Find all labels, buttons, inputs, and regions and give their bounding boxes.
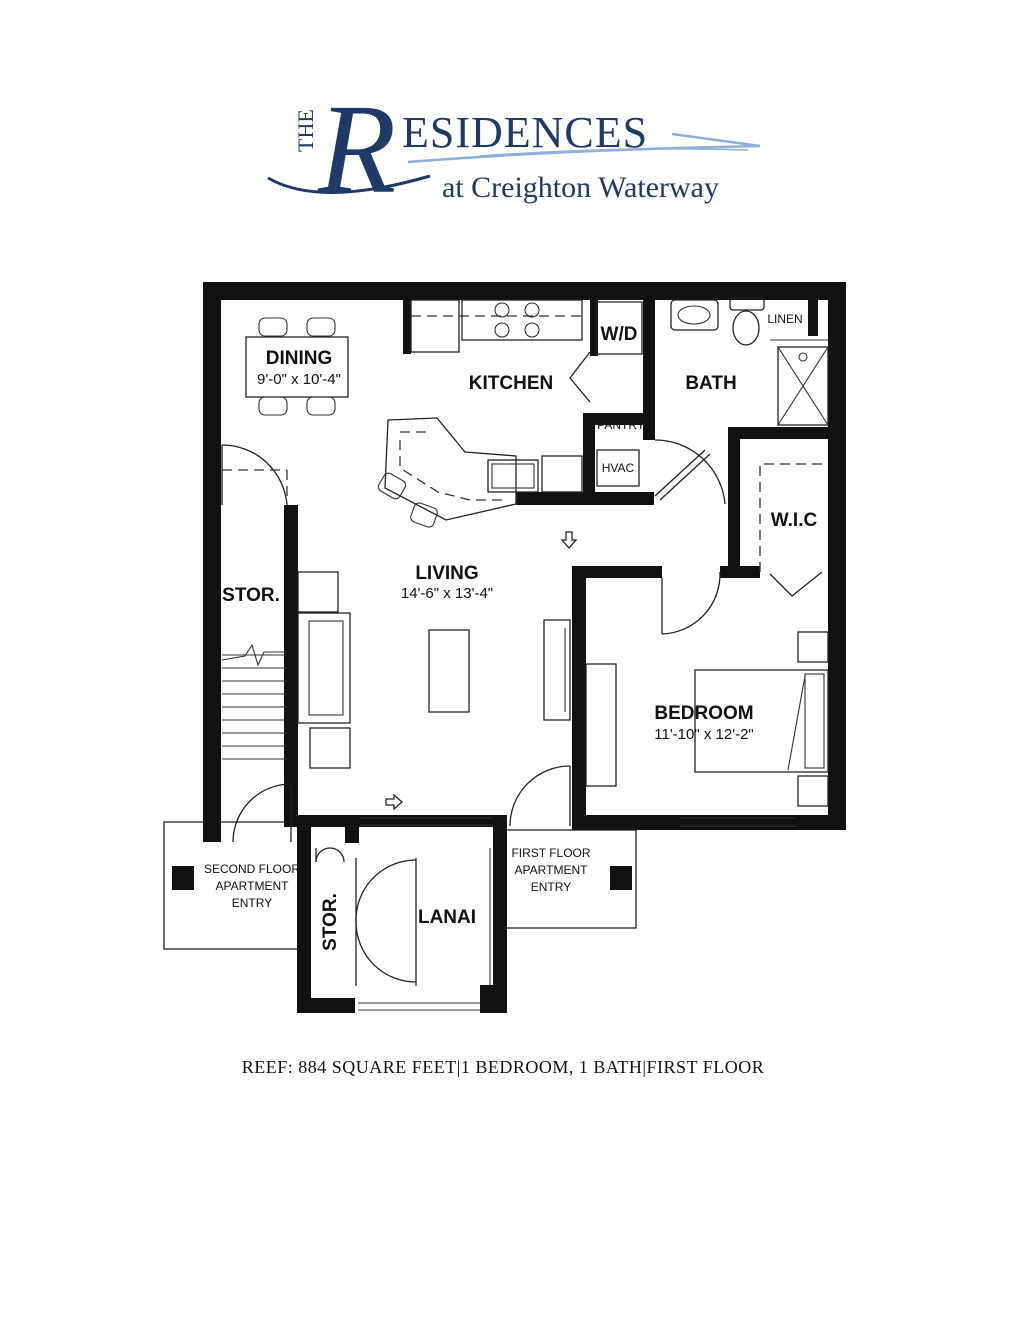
logo-r: R [317, 78, 396, 220]
hvac-label: HVAC [602, 461, 635, 475]
pantry-label: PANTRY [597, 418, 645, 432]
living-dims: 14'-6" x 13'-4" [401, 585, 493, 602]
room-labels: DINING 9'-0" x 10'-4" KITCHEN W/D BATH L… [204, 312, 818, 951]
shower [777, 346, 829, 426]
hvac-unit [596, 449, 640, 487]
bedroom-dims: 11'-10" x 12'-2" [654, 726, 754, 743]
entry-post-left [172, 866, 194, 890]
second-floor-entry-line2: APARTMENT [216, 879, 290, 893]
dining-dims: 9'-0" x 10'-4" [257, 371, 341, 388]
kitchen-label: KITCHEN [469, 373, 553, 394]
logo-swoosh [407, 132, 761, 164]
wd-label: W/D [601, 324, 638, 345]
entry-post-right [610, 866, 632, 890]
second-floor-entry-line3: ENTRY [232, 896, 272, 910]
wic-label: W.I.C [771, 510, 818, 531]
first-floor-entry-line2: APARTMENT [515, 863, 589, 877]
bedroom-label: BEDROOM [654, 703, 753, 724]
first-floor-entry-line1: FIRST FLOOR [511, 846, 590, 860]
tv-console [543, 619, 571, 721]
kitchen-sink [487, 459, 539, 493]
walls [203, 282, 846, 1013]
residences-logo: THE R ESIDENCES at Creighton Waterway [267, 78, 761, 220]
toilet [732, 310, 760, 346]
coffee-table [428, 629, 470, 713]
logo-subtitle: at Creighton Waterway [442, 171, 719, 204]
dining-table [245, 336, 349, 398]
living-label: LIVING [415, 563, 478, 584]
bed [694, 669, 829, 773]
sofa [297, 612, 351, 724]
range [461, 299, 583, 341]
storage-left-label: STOR. [222, 585, 280, 606]
logo-the: THE [293, 109, 318, 152]
first-floor-entry-line3: ENTRY [531, 880, 571, 894]
linen-label: LINEN [767, 312, 802, 326]
bath-label: BATH [685, 373, 736, 394]
lanai-label: LANAI [418, 907, 476, 928]
logo-swoosh-2 [479, 148, 749, 157]
doors [221, 351, 823, 1011]
second-floor-entry-line1: SECOND FLOOR [204, 862, 300, 876]
kitchen-island [384, 417, 517, 521]
dining-label: DINING [266, 348, 333, 369]
fixtures [221, 297, 829, 811]
fridge [410, 299, 460, 353]
logo-swoosh-3 [267, 174, 431, 194]
storage-lanai-label: STOR. [320, 893, 341, 951]
logo-residences: ESIDENCES [402, 108, 648, 157]
floor-plan-caption: REEF: 884 SQUARE FEET|1 BEDROOM, 1 BATH|… [242, 1057, 764, 1077]
staircase [221, 643, 287, 760]
